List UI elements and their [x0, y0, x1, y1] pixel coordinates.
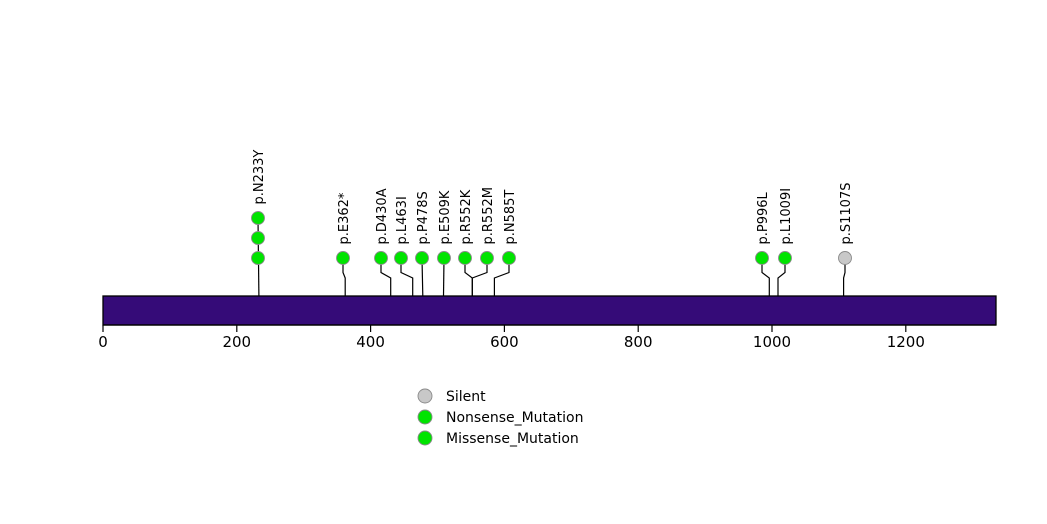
lollipop-marker[interactable] — [480, 251, 494, 265]
mutation-label: p.E362* — [337, 192, 352, 244]
mutation-label: p.R552M — [481, 187, 496, 244]
lollipop-marker[interactable] — [415, 251, 429, 265]
lollipop-marker[interactable] — [251, 251, 265, 265]
legend-marker — [417, 430, 433, 446]
lollipop-marker[interactable] — [458, 251, 472, 265]
lollipop-stem — [761, 258, 770, 296]
mutation-label: p.P996L — [756, 191, 771, 244]
legend-marker — [417, 388, 433, 404]
lollipop-stem — [777, 258, 786, 296]
lollipop-stem — [400, 258, 414, 296]
mutation-label: p.P478S — [416, 191, 431, 244]
lollipop-marker[interactable] — [778, 251, 792, 265]
legend-label: Missense_Mutation — [446, 431, 579, 447]
lollipop-marker-layer[interactable] — [251, 211, 852, 265]
lollipop-marker[interactable] — [251, 231, 265, 245]
lollipop-stem — [342, 258, 346, 296]
mutation-label: p.S1107S — [839, 183, 854, 245]
x-axis-tick-label: 1200 — [887, 333, 925, 351]
x-axis-tick-label: 200 — [222, 333, 251, 351]
legend-marker — [417, 409, 433, 425]
mutation-label-layer: p.N233Y p.E362* p.D430A p.L463I p.P478S p.E50… — [252, 150, 854, 245]
x-axis-tick-label: 400 — [356, 333, 385, 351]
lollipop-stem-layer — [257, 217, 846, 297]
lollipop-stem — [843, 258, 846, 296]
x-axis-tick-label: 1000 — [753, 333, 791, 351]
lollipop-marker[interactable] — [838, 251, 852, 265]
lollipop-marker[interactable] — [755, 251, 769, 265]
x-axis-tick-label: 600 — [490, 333, 519, 351]
lollipop-marker[interactable] — [374, 251, 388, 265]
mutation-label: p.L463I — [395, 196, 410, 244]
x-axis-tick-label: 800 — [624, 333, 653, 351]
mutation-label: p.E509K — [438, 190, 453, 244]
protein-bar — [102, 295, 997, 326]
lollipop-marker[interactable] — [336, 251, 350, 265]
lollipop-marker[interactable] — [502, 251, 516, 265]
legend-label: Nonsense_Mutation — [446, 410, 583, 426]
mutation-label: p.L1009I — [779, 188, 794, 245]
mutation-label: p.N585T — [503, 190, 518, 245]
lollipop-stem — [471, 258, 488, 296]
lollipop-marker[interactable] — [394, 251, 408, 265]
legend-label: Silent — [446, 389, 486, 405]
lollipop-stem — [493, 258, 510, 296]
mutation-label: p.N233Y — [252, 150, 267, 205]
x-axis-layer: 0 200 400 600 800 1000 1200 — [98, 324, 996, 351]
lollipop-stem — [380, 258, 392, 296]
mutation-label: p.R552K — [459, 189, 474, 244]
x-axis-tick-label: 0 — [98, 333, 108, 351]
lollipop-marker[interactable] — [437, 251, 451, 265]
mutation-label: p.D430A — [375, 188, 390, 244]
protein-domain-bar-layer — [102, 295, 997, 326]
lollipop-marker[interactable] — [251, 211, 265, 225]
